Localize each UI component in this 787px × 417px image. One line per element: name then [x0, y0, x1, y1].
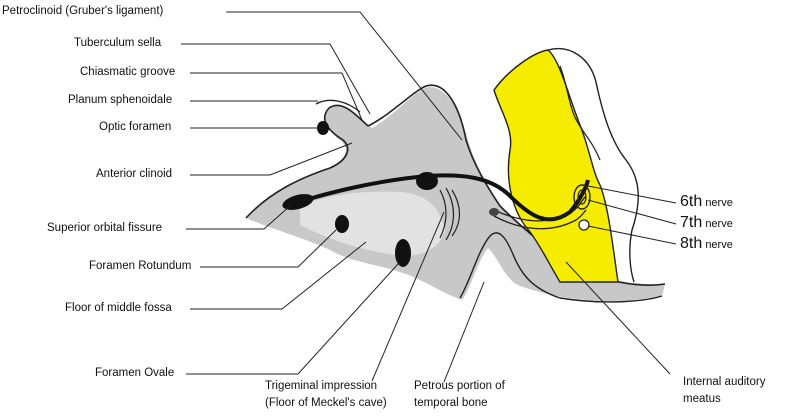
iam-ring-outer [573, 184, 591, 210]
label-trigeminal-impression: Trigeminal impression [265, 380, 378, 392]
optic-foramen-hole [317, 121, 329, 135]
planum-outline [315, 99, 361, 113]
leader-sof [186, 205, 291, 230]
label-superior-orbital-fissure: Superior orbital fissure [47, 222, 163, 234]
label-chiasmatic-groove: Chiasmatic groove [80, 66, 176, 78]
bone-shading [246, 87, 665, 301]
label-petrous-portion: Petrous portion of [414, 380, 505, 392]
label-temporal-bone: temporal bone [414, 397, 488, 409]
label-planum-sphenoidale: Planum sphenoidale [68, 94, 173, 106]
leader-8th [587, 225, 677, 245]
label-meatus: meatus [683, 393, 721, 405]
ovale-hole [395, 239, 411, 267]
label-optic-foramen: Optic foramen [99, 121, 172, 133]
leader-6th [587, 185, 677, 204]
leader-lines [181, 11, 677, 383]
label-6th-nerve: 6th nerve [680, 194, 733, 211]
trigeminal-curve-2 [445, 187, 455, 241]
trigeminal-curve-3 [451, 189, 461, 237]
leader-tuberculum [181, 43, 371, 115]
leader-trigeminal [371, 211, 445, 382]
cerebellum-inner [559, 65, 601, 161]
label-petroclinoid: Petroclinoid (Gruber's ligament) [2, 5, 164, 17]
rotundum-hole [335, 215, 349, 233]
leader-anterior-clinoid [190, 142, 353, 176]
petrous-apex-hole [489, 208, 499, 216]
trigeminal-curve-1 [439, 189, 447, 239]
label-tuberculum-sella: Tuberculum sella [74, 37, 162, 49]
leader-iam [565, 261, 671, 375]
leader-floor [190, 241, 367, 310]
label-meckels-cave: (Floor of Meckel's cave) [265, 397, 387, 409]
eighth-nerve-dot [578, 219, 590, 231]
nerve-word: nerve [705, 197, 733, 209]
cerebellum-outline [547, 48, 639, 283]
label-anterior-clinoid: Anterior clinoid [96, 168, 173, 180]
label-foramen-ovale: Foramen Ovale [95, 367, 175, 379]
floor-outline [459, 232, 663, 303]
leader-ovale [186, 263, 399, 375]
leader-7th [587, 199, 677, 225]
sixth-nerve-path [295, 173, 590, 222]
nerve-word: nerve [705, 239, 733, 251]
leader-rotundum [200, 229, 337, 268]
label-8th-nerve: 8th nerve [680, 236, 733, 253]
seventh-eighth-nerve-path-2 [493, 209, 587, 230]
sella-outline [245, 104, 369, 219]
iam-ring-inner [577, 189, 587, 205]
nerve-number: 7th [680, 214, 703, 231]
nerve-number: 6th [680, 193, 703, 210]
label-internal-auditory: Internal auditory [683, 376, 766, 388]
leader-petroclinoid [226, 11, 463, 141]
label-floor-middle-fossa: Floor of middle fossa [65, 302, 172, 314]
nerve-number: 8th [680, 235, 703, 252]
nerve-word: nerve [705, 218, 733, 230]
leader-chiasmatic [190, 72, 363, 121]
label-7th-nerve: 7th nerve [680, 215, 733, 232]
bone-light-area [300, 191, 445, 256]
label-foramen-rotundum: Foramen Rotundum [89, 260, 192, 272]
leader-petrous [443, 281, 485, 383]
seventh-eighth-nerve-path [493, 195, 587, 222]
